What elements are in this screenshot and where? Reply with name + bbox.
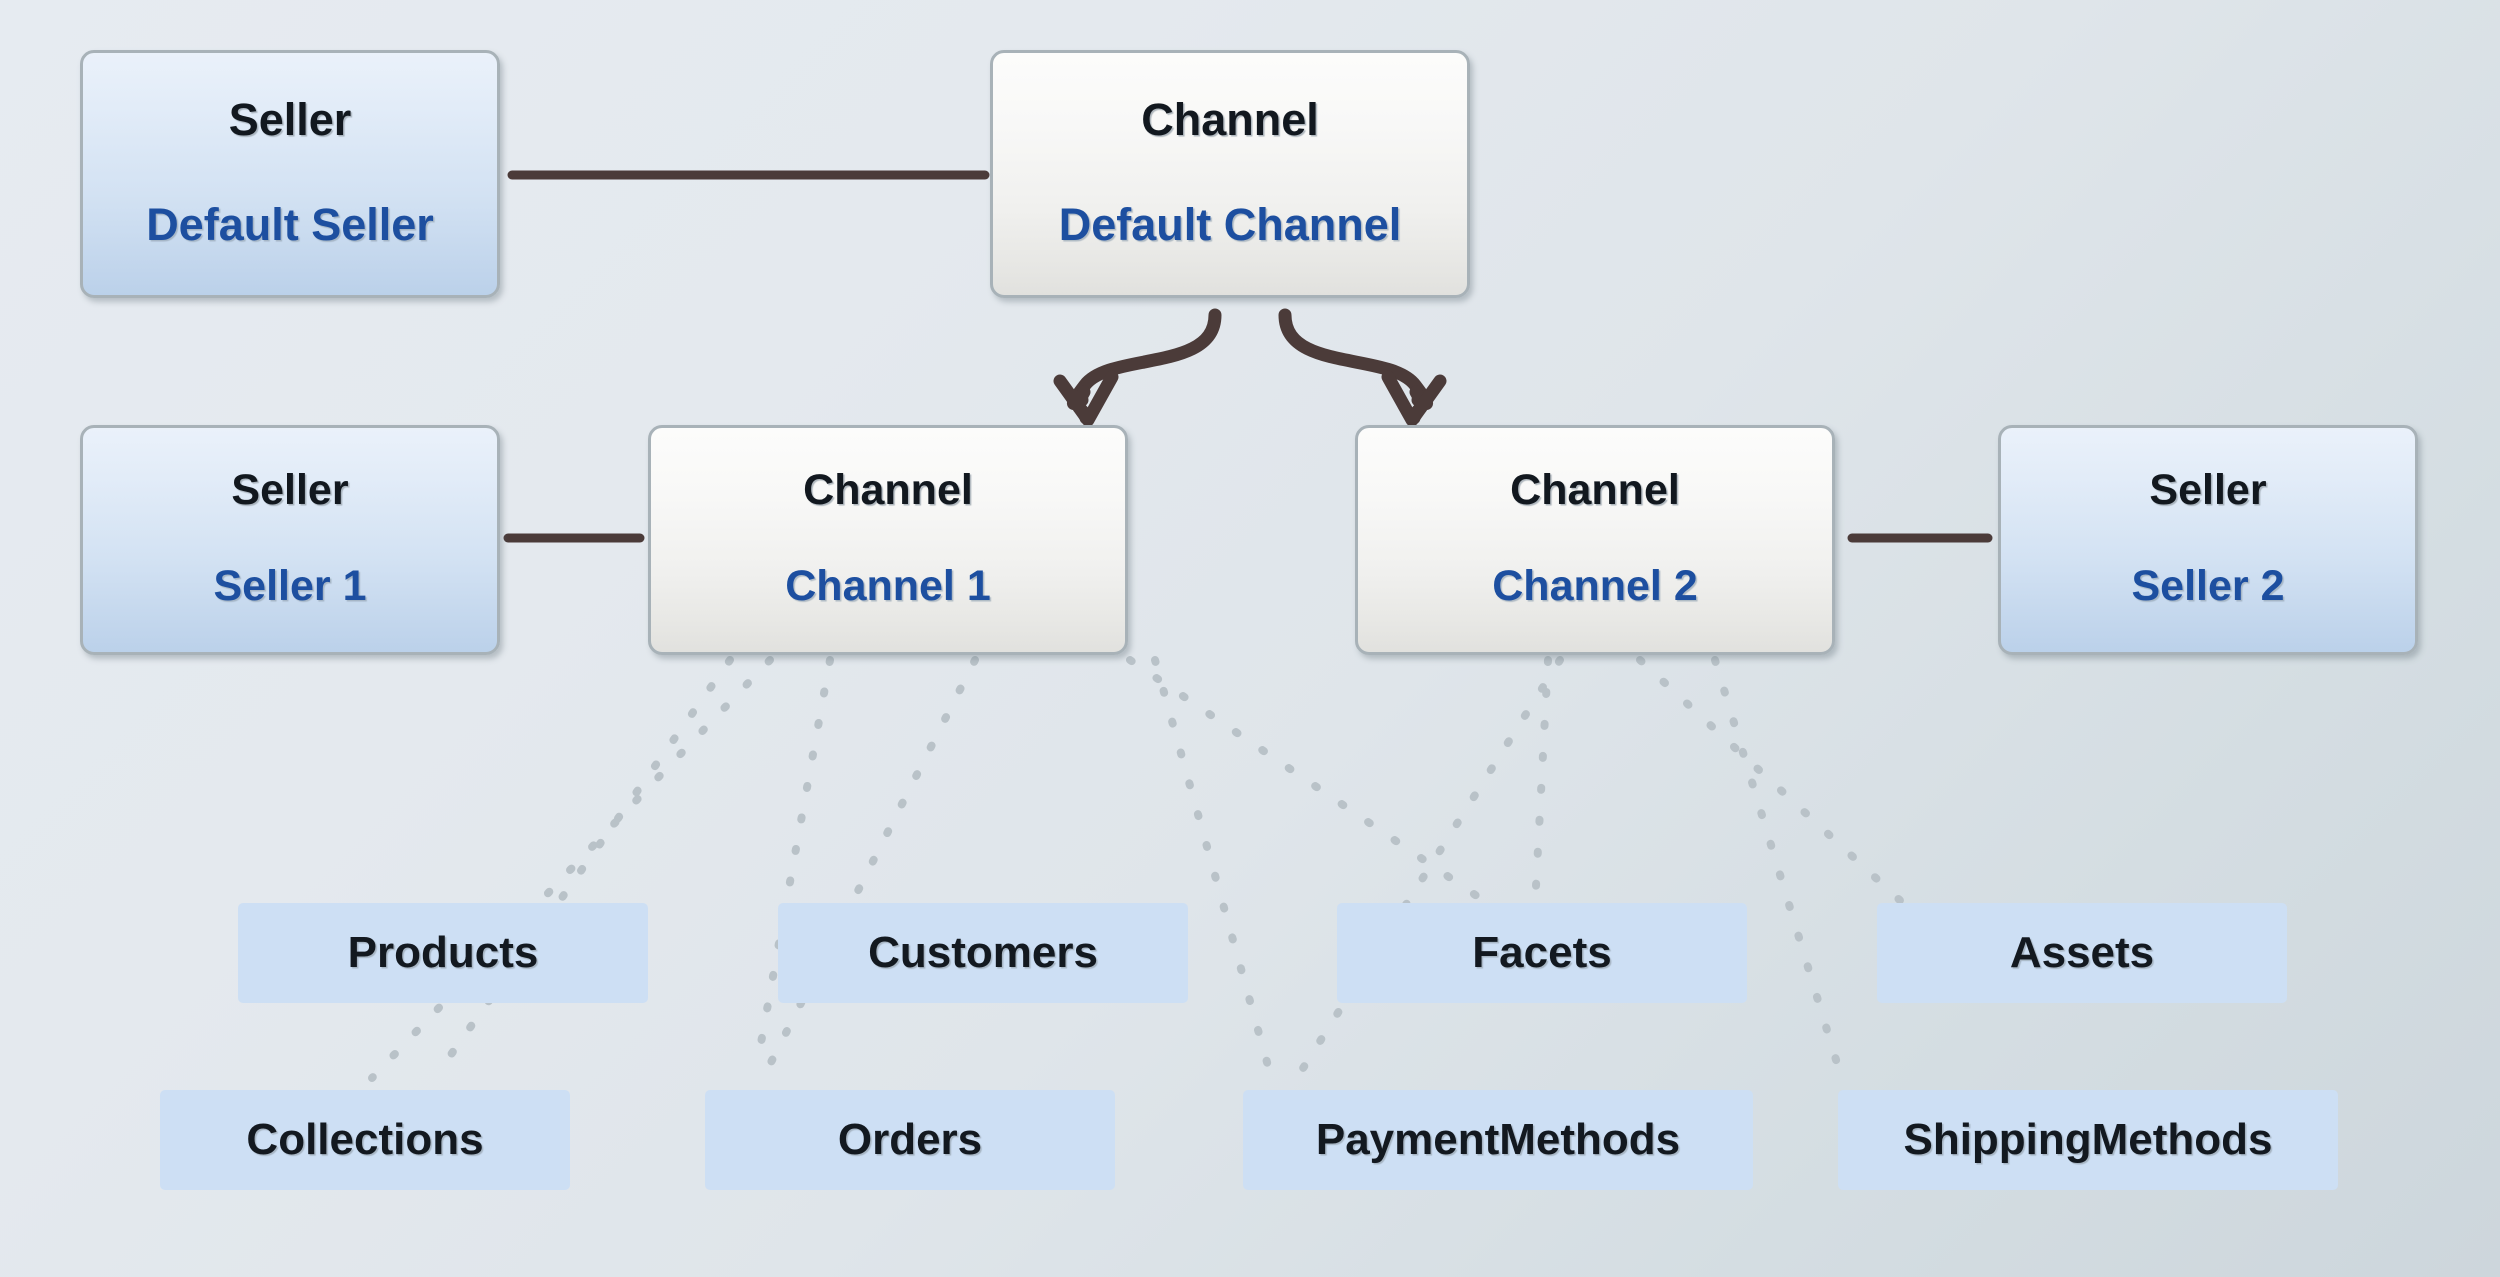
entity-type-label: Seller [2149, 465, 2267, 514]
entity-name-label: Channel 1 [785, 561, 991, 610]
leaf-node-facets[interactable]: Facets [1337, 903, 1747, 1003]
entity-name-label: Seller 2 [2131, 561, 2285, 610]
leaf-label: Customers [868, 928, 1098, 977]
leaf-node-products[interactable]: Products [238, 903, 648, 1003]
entity-name-label: Channel 2 [1492, 561, 1698, 610]
entity-name-label: Seller 1 [213, 561, 367, 610]
entity-node-default-channel[interactable]: Channel Default Channel [990, 50, 1470, 298]
leaf-node-collections[interactable]: Collections [160, 1090, 570, 1190]
dotted-channel1-products [436, 656, 734, 1074]
dotted-channel1-customers [753, 656, 834, 1069]
dotted-channel1-collections [368, 656, 774, 1082]
entity-type-label: Channel [1510, 465, 1680, 514]
dotted-channel2-facets [1531, 656, 1552, 909]
arrowhead-channel2 [1381, 370, 1447, 427]
arrow-default-channel-to-channel1-tail [1071, 385, 1093, 425]
entity-name-label: Default Channel [1058, 199, 1402, 250]
dotted-channel1-payment [1151, 656, 1274, 1077]
dotted-channel2-assets [1636, 656, 1909, 909]
entity-node-channel-2[interactable]: Channel Channel 2 [1355, 425, 1835, 655]
entity-type-label: Seller [231, 465, 349, 514]
leaf-node-assets[interactable]: Assets [1877, 903, 2287, 1003]
leaf-node-payment-methods[interactable]: PaymentMethods [1243, 1090, 1753, 1190]
leaf-label: Facets [1472, 928, 1612, 977]
entity-type-label: Seller [228, 94, 352, 145]
leaf-label: Orders [837, 1115, 983, 1164]
leaf-label: Products [347, 928, 539, 977]
entity-node-channel-1[interactable]: Channel Channel 1 [648, 425, 1128, 655]
leaf-node-customers[interactable]: Customers [778, 903, 1188, 1003]
leaf-label: PaymentMethods [1315, 1115, 1681, 1164]
entity-node-default-seller[interactable]: Seller Default Seller [80, 50, 500, 298]
leaf-label: Assets [2009, 928, 2155, 977]
leaf-node-shipping-methods[interactable]: ShippingMethods [1838, 1090, 2338, 1190]
leaf-label: ShippingMethods [1903, 1115, 2273, 1164]
dotted-channel1-facets [1126, 656, 1494, 909]
leaf-label: Collections [246, 1115, 484, 1164]
entity-type-label: Channel [1141, 94, 1319, 145]
dotted-channel2-shipping [1711, 656, 1844, 1077]
leaf-node-orders[interactable]: Orders [705, 1090, 1115, 1190]
entity-name-label: Default Seller [146, 199, 434, 250]
entity-node-seller-2[interactable]: Seller Seller 2 [1998, 425, 2418, 655]
arrow-default-channel-to-channel2-tail [1407, 385, 1429, 425]
arrow-default-channel-to-channel1 [1066, 308, 1222, 411]
arrow-default-channel-to-channel2 [1278, 308, 1434, 411]
entity-type-label: Channel [803, 465, 973, 514]
entity-node-seller-1[interactable]: Seller Seller 1 [80, 425, 500, 655]
dotted-channel1-orders [758, 656, 979, 1084]
arrowhead-channel1 [1053, 370, 1119, 427]
dotted-channel2-payment [1296, 656, 1564, 1077]
